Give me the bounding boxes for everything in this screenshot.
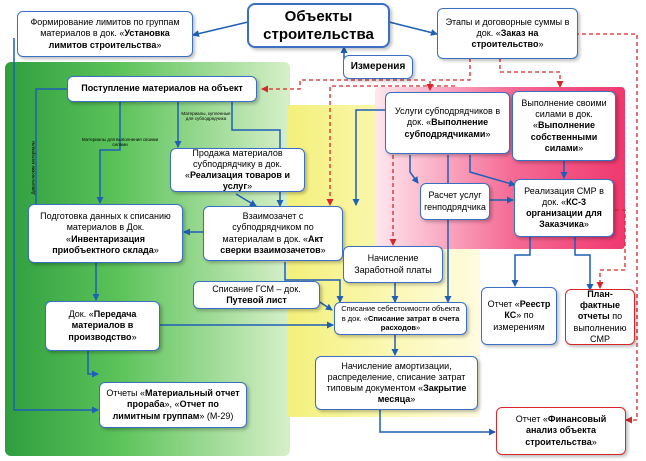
subcontract-pre: Услуги субподрядчиков в док. « [394,106,501,128]
own-forces-node: Выполнение своими силами в док. «Выполне… [512,91,616,161]
arrow-netting-costwrite [284,262,344,303]
fuel-node: Списание ГСМ – док. Путевой лист [193,281,320,309]
costwrite-pre: Списание себестоимости объекта в док. « [341,304,460,323]
sale-pre: Продажа материалов субподрядчику в док. … [185,147,283,181]
transfer-node: Док. «Передача материалов в производство… [45,301,160,351]
salary-text: Начисление Заработной платы [354,253,432,275]
ks3-pre: Реализация СМР в док. « [524,185,604,207]
ks3-post: » [583,219,589,230]
amort-post: » [410,394,416,405]
label-own-forces: Материалы для выполнения своими силами [81,137,159,148]
inventory-pre: Подготовка данных к списанию материалов … [40,211,171,244]
arrow-transfer-reports [87,351,99,378]
limits-bold: Установка лимитов строительства [48,28,170,50]
inventory-post: » [153,244,159,255]
arrow-receipt-inventory-2 [96,102,121,204]
netting-pre: Взаимозачет с субподрядчиком по материал… [222,211,314,244]
arrow-sale-netting [235,193,257,207]
own-post: » [578,142,584,153]
reports-bold2: Отчет по лимитным группам [112,399,219,421]
transfer-bold: Передача материалов в производство [68,309,137,342]
amort-bold: Закрытие месяца [377,383,467,405]
gencalc-node: Расчет услуг генподрядчика [420,183,490,220]
subcontract-bold: Выполнение субподрядчиками [404,117,489,139]
title-text: Объекты строительства [263,7,374,43]
planfact-post: по выполнению СМР [573,311,627,344]
arrow-limits-reports [13,38,99,414]
sale-post: » [247,181,253,192]
reports-bold1: Материальный отчет прораба [127,388,240,410]
costwrite-post: » [416,323,421,333]
salary-node: Начисление Заработной платы [343,246,443,283]
arrow-ks3-planfact-dashed [596,209,626,289]
transfer-post: » [131,331,137,342]
own-bold: Выполнение собственными силами [530,120,598,153]
subcontract-node: Услуги субподрядчиков в док. «Выполнение… [385,92,510,154]
receipt-node: Поступление материалов на объект [67,76,257,102]
registry-node: Отчет «Реестр КС» по измерениям [481,287,557,345]
inventory-bold: Инвентаризация приобъектного склада [52,233,154,255]
ks3-bold: КС-3 организации для Заказчика [526,196,602,230]
gencalc-text: Расчет услуг генподрядчика [424,190,486,212]
fuel-bold: Путевой лист [226,295,287,305]
arrow-amort-finance [379,410,496,436]
arrow-title-stages [388,21,438,36]
inventory-node: Подготовка данных к списанию материалов … [28,204,183,263]
label-to-sub: Материалы, купленные для субподрядчика [181,111,231,122]
netting-node: Взаимозачет с субподрядчиком по материал… [203,206,343,261]
arrow-stages-netting [326,85,455,206]
finance-pre: Отчет « [515,414,548,425]
receipt-text: Поступление материалов на объект [81,83,243,94]
arrow-subcontract-ks3 [469,155,516,187]
costwrite-bold: Списание затрат в счета расходов [367,313,460,333]
amort-pre: Начисление амортизации, распределение, с… [326,360,466,394]
arrow-subcontract-gencalc [409,155,419,184]
finance-bold: Финансовый анализ объекта строительства [525,414,607,447]
netting-post: » [320,244,326,255]
label-given-sub: Давальческие материалы [30,140,36,195]
arrow-ks3-registry [511,237,531,287]
registry-pre: Отчет « [487,299,520,310]
reports-mid: », « [164,399,180,410]
amort-node: Начисление амортизации, распределение, с… [315,356,478,410]
registry-bold: Реестр КС [504,299,551,321]
ks3-node: Реализация СМР в док. «КС-3 организации … [514,179,614,237]
subcontract-post: » [485,128,491,139]
netting-bold: Акт сверки взаимозачетов [220,233,324,255]
sale-node: Продажа материалов субподрядчику в док. … [170,148,305,192]
reports-node: Отчеты «Материальный отчет прораба», «От… [99,382,247,428]
sale-bold: Реализация товаров и услуг [190,170,290,192]
arrow-stages-subcontract [426,58,471,91]
registry-post: » по измерениям [493,310,545,332]
reports-pre: Отчеты « [106,388,145,399]
arrow-stages-finance [512,33,638,424]
transfer-pre: Док. « [68,309,94,320]
costwrite-node: Списание себестоимости объекта в док. «С… [334,302,467,335]
arrow-subcontract-netting [352,109,385,206]
arrow-ks3-planfact [574,237,594,291]
measure-node: Измерения [343,55,413,79]
measure-text: Измерения [350,60,406,72]
arrow-title-limits [192,21,249,38]
own-pre: Выполнение своими силами в док. « [521,97,607,131]
arrow-stages-receipt [261,79,425,93]
stages-post: » [538,39,544,50]
stages-bold: Заказ на строительство [471,27,539,50]
limits-post: » [156,39,162,50]
arrow-stages-own [499,58,564,88]
limits-node: Формирование лимитов по группам материал… [17,11,193,57]
fuel-pre: Списание ГСМ – док. [212,283,301,294]
stages-pre: Этапы и договорные суммы в док. « [445,16,570,38]
reports-post: » (М-29) [199,410,234,421]
finance-node: Отчет «Финансовый анализ объекта строите… [496,407,626,455]
finance-post: » [591,436,597,447]
planfact-bold: План-фактные отчеты [577,288,620,322]
planfact-node: План-фактные отчеты по выполнению СМР [565,289,635,345]
title-node: Объекты строительства [247,3,390,48]
stages-node: Этапы и договорные суммы в док. «Заказ н… [437,8,578,59]
limits-pre: Формирование лимитов по группам материал… [30,17,180,39]
